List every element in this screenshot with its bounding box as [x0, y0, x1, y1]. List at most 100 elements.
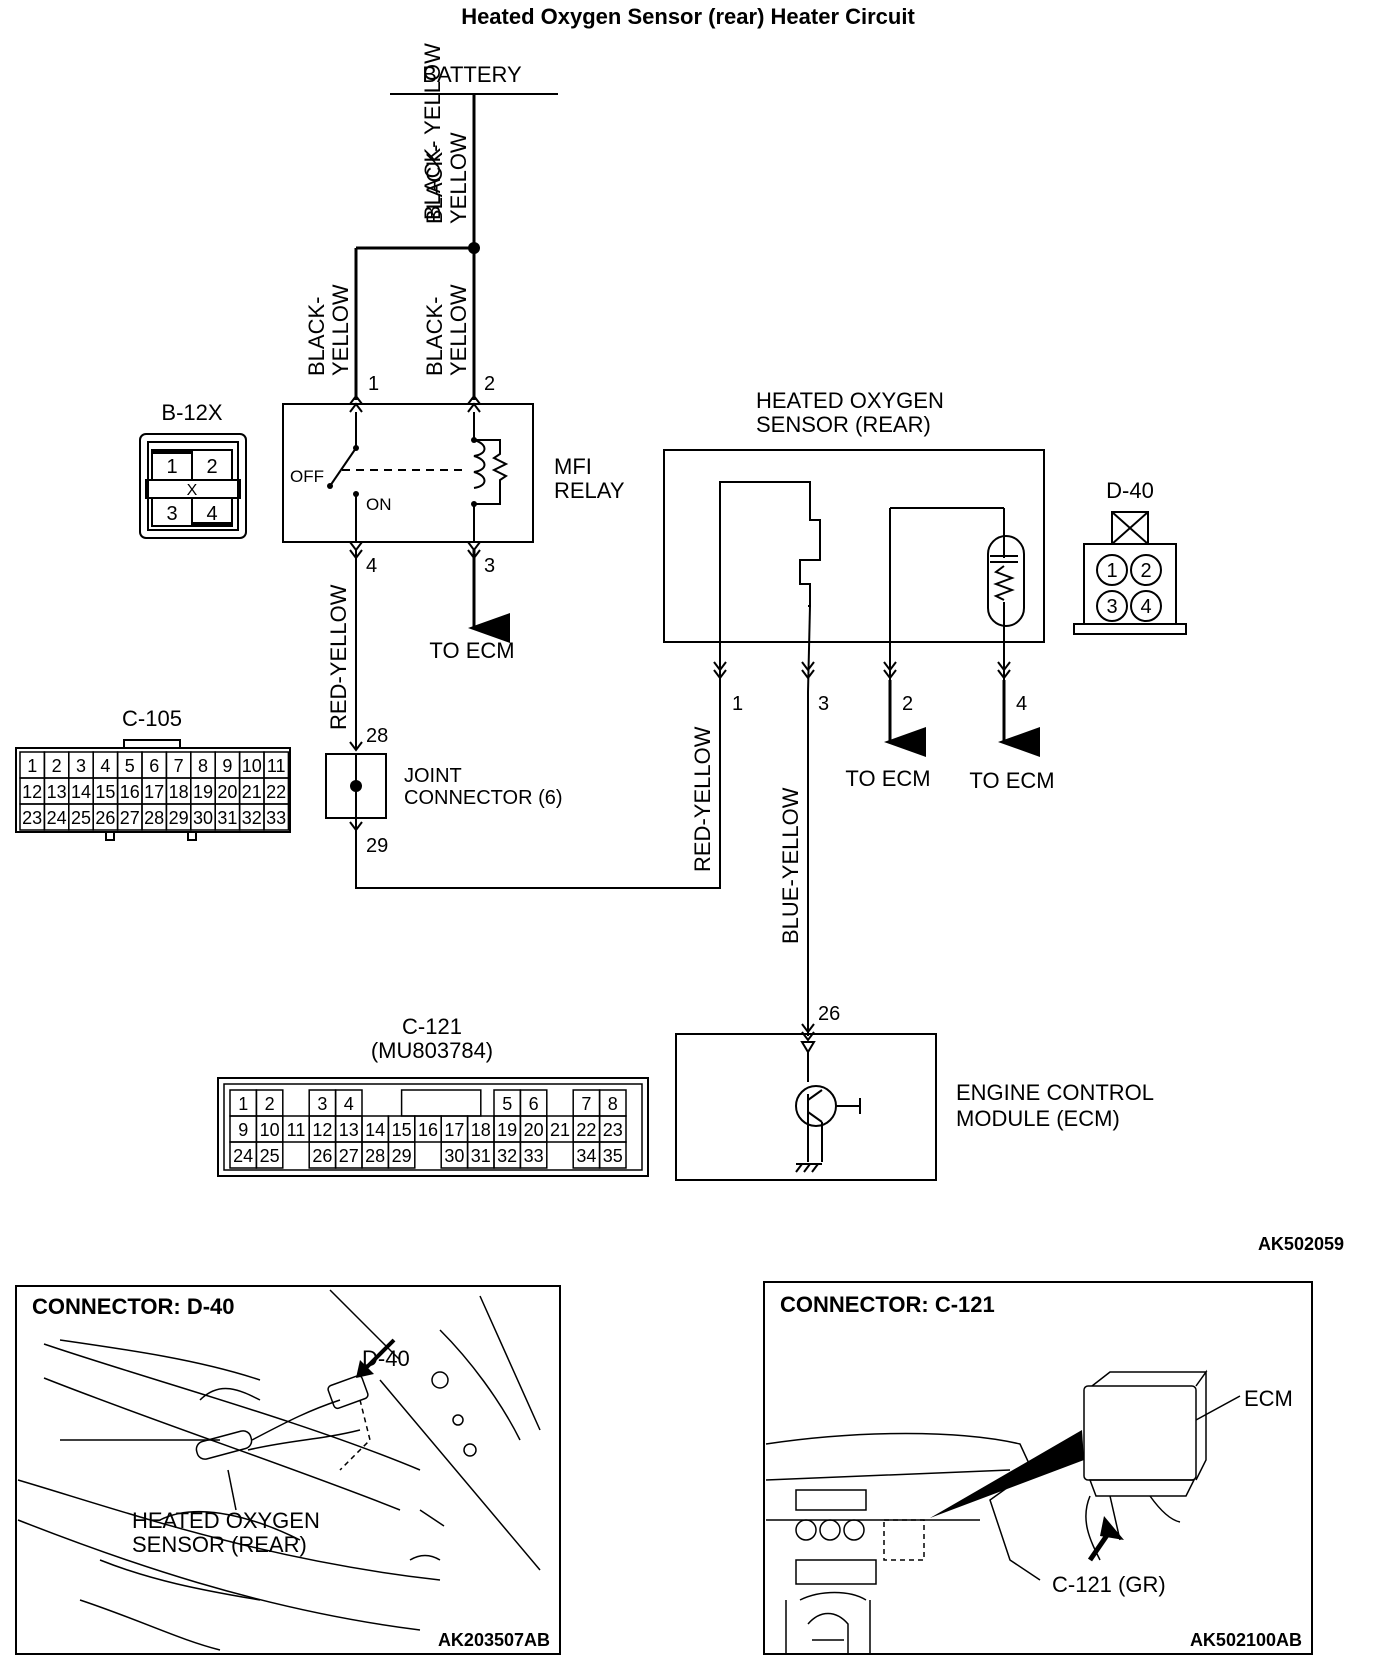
- d40-name: D-40: [1106, 478, 1154, 503]
- panel-c121-connector-label: C-121 (GR): [1052, 1572, 1166, 1597]
- connector-pin-label: 23: [22, 808, 42, 828]
- connector-pin-label: 13: [339, 1120, 359, 1140]
- connector-pin-label: 21: [550, 1120, 570, 1140]
- c121-name: C-121: [402, 1014, 462, 1039]
- wire-label-battery: BLACK-YELLOW: [422, 132, 471, 224]
- connector-pin-label: 8: [198, 756, 208, 776]
- relay-on-label: ON: [366, 495, 392, 514]
- connector-pin-label: 32: [497, 1146, 517, 1166]
- connector-pin-label: 28: [365, 1146, 385, 1166]
- connector-pin-label: 18: [471, 1120, 491, 1140]
- connector-pin-label: 1: [27, 756, 37, 776]
- connector-pin-label: 25: [71, 808, 91, 828]
- b12x-connector: B-12X 1 2 X 3 4: [139, 400, 247, 539]
- panel-connector-c121: CONNECTOR: C-121 ECM C-121 (GR) AK502100…: [763, 1281, 1313, 1655]
- diagram-title: Heated Oxygen Sensor (rear) Heater Circu…: [461, 4, 915, 29]
- panel-d40-code: AK203507AB: [438, 1630, 550, 1650]
- connector-pin-label: 5: [502, 1094, 512, 1114]
- relay-to-ecm-label: TO ECM: [429, 638, 514, 663]
- dashboard-illustration: [765, 1369, 1208, 1654]
- wire-label-blue-yellow: BLUE-YELLOW: [778, 787, 803, 944]
- relay-pin-2: 2: [484, 373, 495, 395]
- connector-pin-label: 1: [238, 1094, 248, 1114]
- connector-pin-label: 29: [392, 1146, 412, 1166]
- connector-pin-label: 34: [576, 1146, 596, 1166]
- connector-cell: [598, 1089, 627, 1117]
- sensor-to-ecm-b: TO ECM: [969, 768, 1054, 793]
- connector-pin-label: 7: [581, 1094, 591, 1114]
- connector-cell: [263, 803, 290, 831]
- connector-pin-label: 2: [52, 756, 62, 776]
- connector-pin-label: 15: [392, 1120, 412, 1140]
- relay-pin-3: 3: [484, 555, 495, 577]
- connector-pin-label: 14: [71, 782, 91, 802]
- connector-pin-label: 5: [125, 756, 135, 776]
- b12x-key: X: [187, 482, 198, 499]
- sensor-to-ecm-a: TO ECM: [845, 766, 930, 791]
- connector-pin-label: 22: [576, 1120, 596, 1140]
- joint-pin-29: 29: [366, 835, 388, 857]
- connector-pin-label: 21: [242, 782, 262, 802]
- connector-pin-label: 26: [95, 808, 115, 828]
- battery-label: BATTERY: [422, 62, 522, 87]
- connector-pin-label: 16: [418, 1120, 438, 1140]
- d40-pin: 2: [1140, 560, 1151, 582]
- connector-cell: [334, 1089, 363, 1117]
- connector-pin-label: 3: [317, 1094, 327, 1114]
- relay-pin-1: 1: [368, 373, 379, 395]
- vehicle-underbody-illustration: [17, 1289, 541, 1651]
- connector-pin-label: 28: [144, 808, 164, 828]
- wire-label-relay-pin1: BLACK-YELLOW: [304, 284, 353, 376]
- panel-d40-title: CONNECTOR: D-40: [32, 1294, 235, 1319]
- panel-c121-ecm-label: ECM: [1244, 1386, 1293, 1411]
- joint-pin-28: 28: [366, 725, 388, 747]
- connector-pin-label: 6: [529, 1094, 539, 1114]
- connector-cell: [387, 1141, 416, 1169]
- connector-pin-label: 29: [169, 808, 189, 828]
- wire-label-red-yellow-relay: RED-YELLOW: [326, 584, 351, 730]
- connector-pin-label: 33: [266, 808, 286, 828]
- connector-pin-label: 4: [344, 1094, 354, 1114]
- connector-pin-label: 22: [266, 782, 286, 802]
- connector-pin-label: 27: [120, 808, 140, 828]
- connector-pin-label: 18: [169, 782, 189, 802]
- connector-pin-label: 3: [76, 756, 86, 776]
- sensor-pin-3: 3: [818, 693, 829, 715]
- d40-connector: D-40 1 2 3 4: [1073, 478, 1187, 635]
- b12x-pin: 2: [206, 456, 217, 478]
- connector-pin-label: 26: [312, 1146, 332, 1166]
- diagram-code: AK502059: [1258, 1234, 1344, 1254]
- connector-pin-label: 10: [242, 756, 262, 776]
- sensor-pin-4: 4: [1016, 693, 1027, 715]
- connector-cell: [519, 1141, 548, 1169]
- battery: BATTERY: [390, 62, 558, 95]
- connector-cell: [598, 1141, 627, 1169]
- c121-part: (MU803784): [371, 1038, 493, 1063]
- connector-pin-label: 10: [260, 1120, 280, 1140]
- d40-pin: 3: [1106, 596, 1117, 618]
- relay-pin-4: 4: [366, 555, 377, 577]
- connector-pin-label: 33: [524, 1146, 544, 1166]
- c105-name: C-105: [122, 706, 182, 731]
- wire-label-relay-pin2: BLACK-YELLOW: [422, 284, 471, 376]
- connector-pin-label: 30: [444, 1146, 464, 1166]
- connector-pin-label: 9: [222, 756, 232, 776]
- connector-pin-label: 9: [238, 1120, 248, 1140]
- connector-pin-label: 13: [47, 782, 67, 802]
- connector-pin-label: 11: [267, 756, 286, 776]
- connector-pin-label: 15: [95, 782, 115, 802]
- wire-label-red-yellow-sensor: RED-YELLOW: [690, 726, 715, 872]
- connector-pin-label: 27: [339, 1146, 359, 1166]
